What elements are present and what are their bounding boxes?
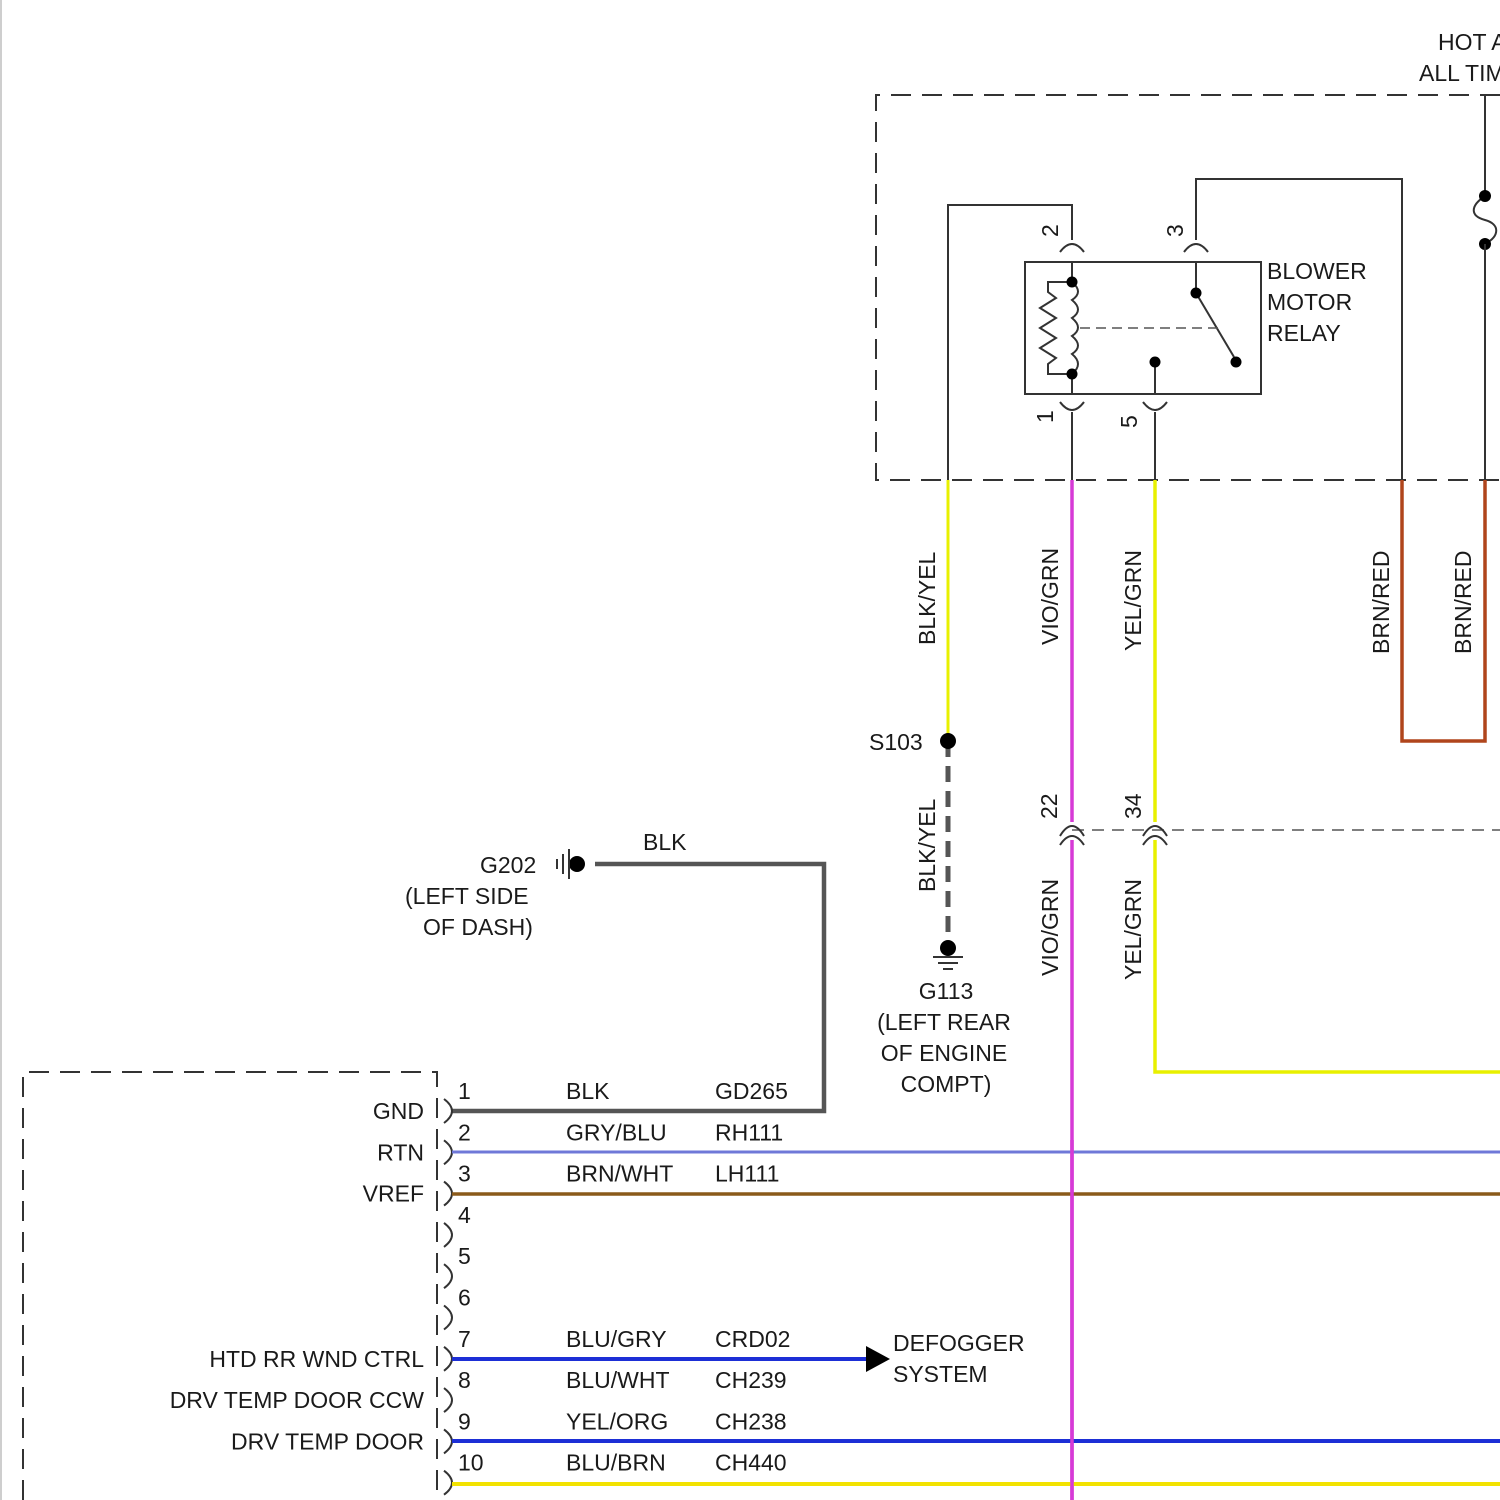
brn-red-wire-label-left: BRN/RED bbox=[1368, 550, 1394, 654]
relay-label-line2: MOTOR bbox=[1267, 289, 1352, 315]
fuse-symbol bbox=[1474, 196, 1497, 244]
defogger-label-line1: DEFOGGER bbox=[893, 1330, 1025, 1356]
relay-housing-box bbox=[876, 95, 1500, 480]
relay-pin1-label: 1 bbox=[1032, 410, 1058, 423]
module-pin-number: 4 bbox=[458, 1202, 471, 1228]
module-signal-label: DRV TEMP DOOR bbox=[231, 1428, 424, 1454]
ground-g113-loc-line1: (LEFT REAR bbox=[877, 1009, 1011, 1035]
relay-pin2-label: 2 bbox=[1037, 224, 1063, 237]
module-wire-color-label: GRY/BLU bbox=[566, 1119, 667, 1145]
module-circuit-label: CRD02 bbox=[715, 1326, 790, 1352]
ground-g202-name: G202 bbox=[480, 852, 536, 878]
ground-g113-symbol bbox=[933, 957, 963, 969]
module-wire-color-label: BLK bbox=[566, 1078, 610, 1104]
brn-red-wire-label-right: BRN/RED bbox=[1450, 550, 1476, 654]
yel-grn-wire-label: YEL/GRN bbox=[1120, 550, 1146, 651]
module-circuit-label: CH440 bbox=[715, 1450, 787, 1476]
inline-connector-pin-34: 34 bbox=[1120, 793, 1146, 819]
module-pin-connector bbox=[444, 1429, 452, 1453]
power-label-line1: HOT A bbox=[1438, 29, 1500, 55]
ground-g202-loc-line1: (LEFT SIDE bbox=[405, 883, 529, 909]
vio-grn-lower-label: VIO/GRN bbox=[1037, 879, 1063, 976]
module-circuit-label: GD265 bbox=[715, 1078, 788, 1104]
relay-label-line1: BLOWER bbox=[1267, 258, 1367, 284]
module-wire-color-label: BLU/BRN bbox=[566, 1450, 666, 1476]
module-wire-color-label: YEL/ORG bbox=[566, 1408, 668, 1434]
module-circuit-label: CH238 bbox=[715, 1408, 787, 1434]
module-pin-number: 10 bbox=[458, 1450, 484, 1476]
module-signal-label: VREF bbox=[363, 1181, 424, 1207]
relay-coil-winding bbox=[1072, 282, 1078, 374]
ground-g202-loc-line2: OF DASH) bbox=[423, 914, 533, 940]
blk-yel-ground-wire-label: BLK/YEL bbox=[914, 798, 940, 892]
module-pin-connector bbox=[444, 1099, 452, 1123]
module-pin-number: 2 bbox=[458, 1119, 471, 1145]
relay-suppression-resistor bbox=[1040, 282, 1072, 374]
module-pin-number: 8 bbox=[458, 1367, 471, 1393]
relay-pin5-label: 5 bbox=[1116, 415, 1142, 428]
ground-g202-dot bbox=[569, 856, 585, 872]
relay-pin1-connector bbox=[1060, 402, 1084, 410]
module-pin-connector bbox=[444, 1471, 452, 1495]
ground-g113-name: G113 bbox=[919, 978, 974, 1004]
relay-unused-contact bbox=[1150, 357, 1161, 368]
defogger-label-line2: SYSTEM bbox=[893, 1361, 988, 1387]
module-pin-connector bbox=[444, 1264, 452, 1288]
module-circuit-label: RH111 bbox=[715, 1119, 783, 1145]
module-pin-number: 5 bbox=[458, 1243, 471, 1269]
module-pin-connector bbox=[444, 1223, 452, 1247]
module-pin-number: 7 bbox=[458, 1326, 471, 1352]
inline-connector-pin-22: 22 bbox=[1036, 793, 1062, 819]
relay-switch-arm bbox=[1196, 293, 1234, 357]
module-pin-connector bbox=[444, 1388, 452, 1412]
power-label-line2: ALL TIM bbox=[1419, 60, 1500, 86]
module-signal-label: RTN bbox=[377, 1139, 424, 1165]
module-pin-number: 1 bbox=[458, 1078, 471, 1104]
blk-wire-label: BLK bbox=[643, 829, 687, 855]
relay-coil-node-bottom bbox=[1067, 369, 1078, 380]
blk-yel-wire-label: BLK/YEL bbox=[914, 551, 940, 645]
module-wire-color-label: BLU/GRY bbox=[566, 1326, 667, 1352]
module-pin-connector bbox=[444, 1140, 452, 1164]
vio-grn-wire-label: VIO/GRN bbox=[1037, 548, 1063, 645]
splice-s103-label: S103 bbox=[869, 729, 923, 755]
splice-s103-dot bbox=[940, 733, 956, 749]
module-signal-label: GND bbox=[373, 1098, 424, 1124]
module-pin-connector bbox=[444, 1306, 452, 1330]
relay-switch-contact bbox=[1231, 357, 1242, 368]
module-signal-label: DRV TEMP DOOR CCW bbox=[170, 1387, 425, 1413]
fuse-terminal-top bbox=[1479, 190, 1491, 202]
relay-pin3-label: 3 bbox=[1162, 224, 1188, 237]
ground-g113-loc-line3: COMPT) bbox=[901, 1071, 992, 1097]
relay-pin2-connector bbox=[1060, 244, 1084, 252]
ground-g113-dot bbox=[940, 940, 956, 956]
relay-pin5-connector bbox=[1143, 402, 1167, 410]
ground-g202-symbol bbox=[557, 849, 569, 879]
ground-g113-loc-line2: OF ENGINE bbox=[881, 1040, 1008, 1066]
module-circuit-label: CH239 bbox=[715, 1367, 787, 1393]
module-pin-number: 6 bbox=[458, 1285, 471, 1311]
module-circuit-label: LH111 bbox=[715, 1161, 779, 1187]
relay-coil-node-top bbox=[1067, 277, 1078, 288]
module-wire-color-label: BRN/WHT bbox=[566, 1161, 673, 1187]
relay-label-line3: RELAY bbox=[1267, 320, 1341, 346]
module-pin-number: 9 bbox=[458, 1408, 471, 1434]
yel-grn-lower-label: YEL/GRN bbox=[1120, 879, 1146, 980]
module-pin-connector bbox=[444, 1182, 452, 1206]
yel-grn-wire-lower bbox=[1155, 840, 1500, 1072]
module-pin-number: 3 bbox=[458, 1161, 471, 1187]
module-signal-label: HTD RR WND CTRL bbox=[209, 1346, 424, 1372]
relay-pin3-connector bbox=[1184, 244, 1208, 252]
module-wire-color-label: BLU/WHT bbox=[566, 1367, 670, 1393]
relay-pin2-wire bbox=[948, 205, 1072, 480]
module-pin-connector bbox=[444, 1347, 452, 1371]
relay-switch-pivot bbox=[1191, 288, 1202, 299]
defogger-arrow bbox=[866, 1346, 890, 1372]
